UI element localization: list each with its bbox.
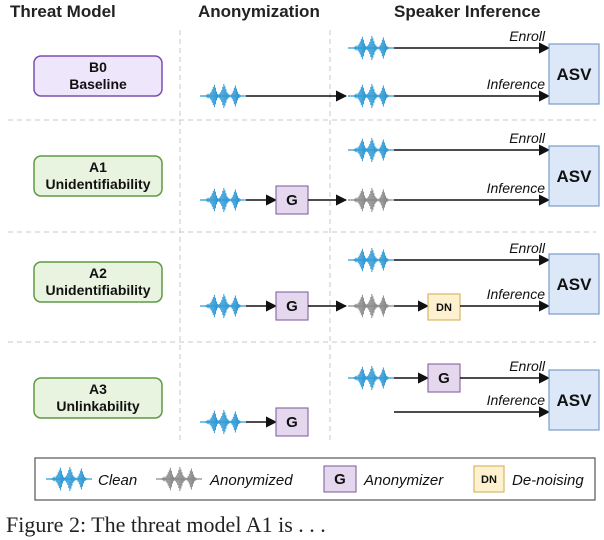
legend-clean-label: Clean — [98, 472, 137, 489]
anonymizer-box — [275, 185, 309, 215]
anonymizer-label: G — [438, 370, 450, 387]
anonymizer-label: G — [286, 192, 298, 209]
inference-label: Inference — [487, 392, 546, 408]
legend-clean-waveform — [46, 467, 92, 491]
clean-waveform — [348, 84, 394, 108]
clean-waveform — [200, 294, 246, 318]
clean-waveform — [200, 84, 246, 108]
legend-anonymized-label: Anonymized — [209, 472, 293, 489]
enroll-label: Enroll — [509, 240, 546, 256]
row-a3: A3 Unlinkability G G Enroll Inference AS… — [33, 358, 600, 437]
clean-waveform — [348, 366, 394, 390]
header-threat-model: Threat Model — [10, 2, 116, 21]
asv-box — [548, 369, 600, 431]
anonymizer-box — [275, 407, 309, 437]
threat-box-a2 — [33, 261, 163, 303]
figure-caption-fragment: Figure 2: The threat model A1 is . . . — [6, 512, 326, 537]
anonymizer-box — [275, 291, 309, 321]
clean-waveform — [348, 36, 394, 60]
legend-anonymized-waveform — [156, 467, 202, 491]
asv-box — [548, 253, 600, 315]
row-b0: B0 Baseline Enroll Inference ASV — [33, 28, 600, 108]
anonymizer-box — [427, 363, 461, 393]
asv-label: ASV — [557, 65, 593, 84]
anonymizer-label: G — [286, 298, 298, 315]
clean-waveform — [348, 248, 394, 272]
row-a2: A2 Unidentifiability G DN Enroll Inferen… — [33, 240, 600, 321]
legend-denoising-box — [473, 465, 505, 493]
enroll-label: Enroll — [509, 358, 546, 374]
denoising-label: DN — [436, 302, 452, 314]
anonymizer-label: G — [286, 414, 298, 431]
legend-anonymizer-box — [323, 465, 357, 493]
asv-label: ASV — [557, 391, 593, 410]
inference-label: Inference — [487, 286, 546, 302]
clean-waveform — [200, 410, 246, 434]
threat-name-a3: Unlinkability — [56, 398, 139, 414]
row-a1: A1 Unidentifiability G Enroll Inference … — [33, 130, 600, 215]
legend-anonymizer-box-label: G — [334, 471, 346, 488]
threat-name-a2: Unidentifiability — [46, 282, 151, 298]
clean-waveform — [348, 138, 394, 162]
header-anonymization: Anonymization — [198, 2, 320, 21]
grid-dividers — [8, 30, 596, 440]
asv-box — [548, 43, 600, 105]
threat-name-b0: Baseline — [69, 76, 127, 92]
legend-denoising-box-label: DN — [481, 474, 497, 486]
inference-label: Inference — [487, 76, 546, 92]
legend-frame — [34, 457, 596, 501]
anonymized-waveform — [348, 188, 394, 212]
anonymized-waveform — [348, 294, 394, 318]
threat-code-a3: A3 — [89, 381, 107, 397]
legend: Clean Anonymized G Anonymizer DN De-nois… — [34, 457, 596, 501]
enroll-label: Enroll — [509, 130, 546, 146]
asv-label: ASV — [557, 275, 593, 294]
threat-box-a3 — [33, 377, 163, 419]
clean-waveform — [200, 188, 246, 212]
asv-box — [548, 145, 600, 207]
threat-code-b0: B0 — [89, 59, 107, 75]
threat-code-a2: A2 — [89, 265, 107, 281]
legend-denoising-label: De-noising — [512, 472, 584, 489]
threat-name-a1: Unidentifiability — [46, 176, 151, 192]
denoising-box — [427, 293, 461, 321]
inference-label: Inference — [487, 180, 546, 196]
threat-box-a1 — [33, 155, 163, 197]
asv-label: ASV — [557, 167, 593, 186]
threat-box-b0 — [33, 55, 163, 97]
header-speaker-inference: Speaker Inference — [394, 2, 540, 21]
threat-code-a1: A1 — [89, 159, 107, 175]
legend-anonymizer-label: Anonymizer — [363, 472, 444, 489]
enroll-label: Enroll — [509, 28, 546, 44]
